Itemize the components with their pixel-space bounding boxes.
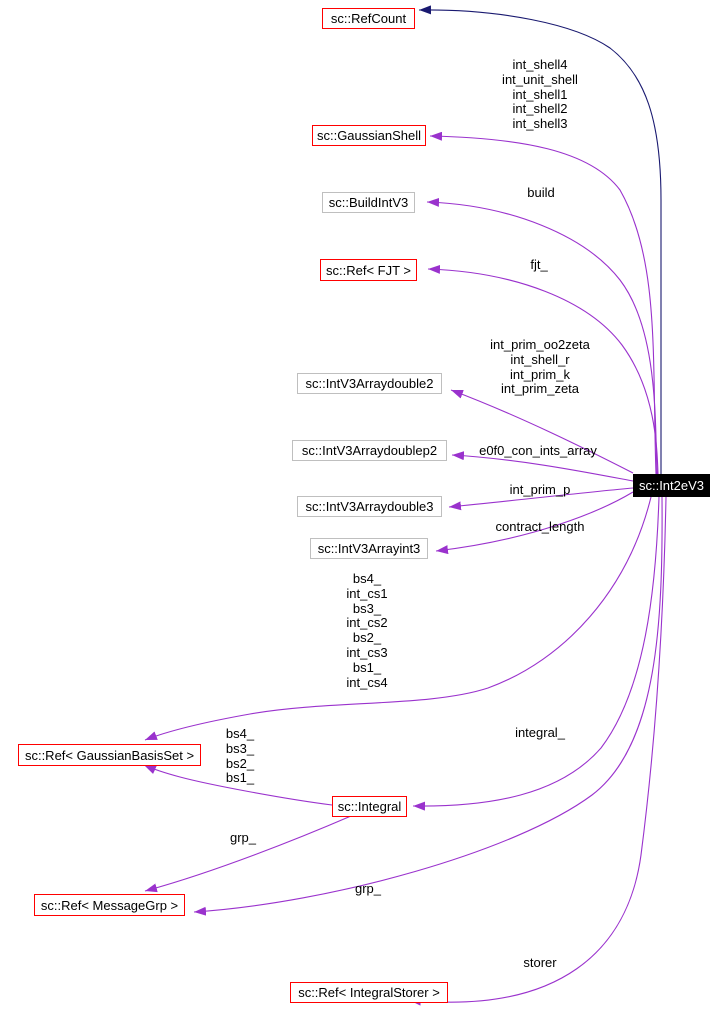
node-sc-refcount[interactable]: sc::RefCount [322,8,415,29]
edge-label: bs1_ [225,770,255,786]
edge-label-e0f0-con-ints-array: e0f0_con_ints_array [479,443,597,459]
edge-label-storer: storer [523,955,557,971]
edge-label: storer [523,955,557,970]
edge-label: int_prim_zeta [500,381,580,397]
edge-label: int_unit_shell [502,71,578,87]
edge-label-int-prim-p: int_prim_p [509,482,571,498]
edge-label: bs2_ [225,755,255,771]
edge-label: fjt_ [530,257,548,272]
edge-label-build: build [527,185,555,201]
edge-usage-messagegrp-from-integral [144,815,352,893]
node-sc-int2ev3-main: sc::Int2eV3 [633,474,710,497]
edge-usage-arrayint3 [435,491,634,555]
node-sc-intv3arraydoublep2: sc::IntV3Arraydoublep2 [292,440,447,461]
node-sc-ref-integralstorer[interactable]: sc::Ref< IntegralStorer > [290,982,448,1003]
edge-labels-basisset-integral-members: bs4_ bs3_ bs2_ bs1_ [225,726,255,786]
edge-label: int_shell_r [510,351,570,367]
edge-usage-buildintv3 [426,197,658,475]
edge-label: contract_length [495,519,585,534]
edge-label: int_shell3 [512,116,568,132]
node-sc-integral[interactable]: sc::Integral [332,796,407,817]
edge-label: int_shell2 [512,101,568,117]
node-sc-buildintv3: sc::BuildIntV3 [322,192,415,213]
edge-inheritance-refcount [418,5,662,474]
edge-label: int_cs1 [346,585,388,601]
edge-label: bs4_ [352,571,382,586]
node-sc-ref-gaussianbasisset[interactable]: sc::Ref< GaussianBasisSet > [18,744,201,766]
node-sc-gaussianshell[interactable]: sc::GaussianShell [312,125,426,146]
edge-label: integral_ [515,725,565,740]
edge-label: int_cs4 [346,674,388,690]
edge-label-grp-from-main: grp_ [354,881,382,897]
edge-usage-integral [412,496,660,811]
edge-usage-fjt [427,264,659,475]
edge-label-integral: integral_ [515,725,565,741]
node-sc-ref-messagegrp[interactable]: sc::Ref< MessageGrp > [34,894,185,916]
edge-usage-arraydouble3 [448,487,634,511]
edge-label: bs1_ [352,659,382,675]
edge-label: e0f0_con_ints_array [479,443,597,458]
edge-usage-arraydouble2 [450,389,634,474]
edge-label-contract-length: contract_length [495,519,585,535]
edge-usage-basisset-from-integral [143,764,333,806]
node-sc-intv3arraydouble2: sc::IntV3Arraydouble2 [297,373,442,394]
edge-label: int_cs3 [346,644,388,660]
edge-label-fjt: fjt_ [530,257,548,273]
edge-labels-basisset-main-members: bs4_ int_cs1 bs3_ int_cs2 bs2_ int_cs3 b… [346,571,388,690]
edge-label: int_shell4 [512,57,568,72]
edge-label: grp_ [229,830,257,845]
edge-usage-integralstorer [408,496,667,1006]
edge-usage-arraydoublep2 [451,451,634,482]
edge-usage-gaussianshell [429,131,657,475]
node-sc-ref-fjt[interactable]: sc::Ref< FJT > [320,259,417,281]
edge-label: bs4_ [225,726,255,741]
edge-label: bs3_ [352,600,382,616]
edge-label: bs2_ [352,630,382,646]
edge-label: int_prim_k [510,366,570,382]
edge-label: int_cs2 [346,615,388,631]
edge-labels-arraydouble2-members: int_prim_oo2zeta int_shell_r int_prim_k … [490,337,590,397]
edge-label-grp-from-integral: grp_ [229,830,257,846]
edge-usage-basisset-from-main [144,496,652,741]
edge-label: grp_ [354,881,382,896]
edge-usage-messagegrp-from-main [193,496,663,916]
edge-label: int_prim_p [509,482,571,497]
edge-label: int_prim_oo2zeta [490,337,590,352]
edge-label: bs3_ [225,740,255,756]
node-sc-intv3arraydouble3: sc::IntV3Arraydouble3 [297,496,442,517]
edge-labels-gaussianshell-members: int_shell4 int_unit_shell int_shell1 int… [502,57,578,132]
edge-label: int_shell1 [512,86,568,102]
node-sc-intv3arrayint3: sc::IntV3Arrayint3 [310,538,428,559]
edge-label: build [527,185,555,200]
